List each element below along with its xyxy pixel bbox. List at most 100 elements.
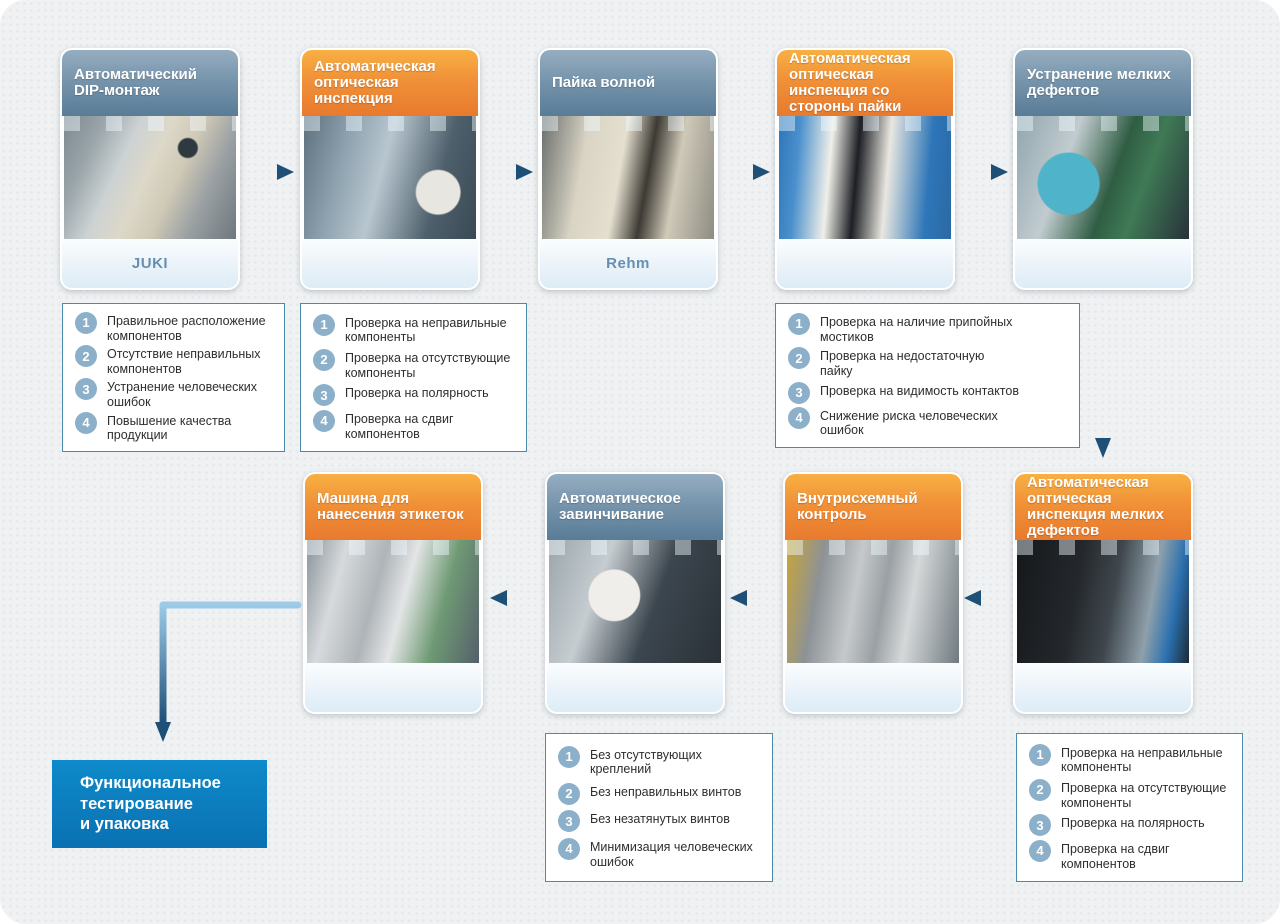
photo-aoi-solder-machine xyxy=(779,116,951,239)
step-number-badge: 4 xyxy=(1029,839,1051,862)
checklist-item-text: Повышение качества продукции xyxy=(107,413,232,443)
photo-repair-worker xyxy=(1017,116,1189,239)
checklist-item: 2 Проверка на недостаточную пайку xyxy=(788,347,1067,379)
step-number-badge: 1 xyxy=(313,313,335,336)
machine-brand-label: Rehm xyxy=(540,239,716,288)
photo-wave-solder-machine xyxy=(542,116,714,239)
checklist-item: 2 Отсутствие неправильных компонентов xyxy=(75,345,272,377)
card-optical-inspection: Автоматическая оптическая инспекция xyxy=(300,48,480,290)
checklist-aoi-minor-defects: 1 Проверка на неправильные компоненты 2 … xyxy=(1016,733,1243,882)
final-step-box: Функциональное тестирование и упаковка xyxy=(52,760,267,848)
step-number-badge: 4 xyxy=(788,406,810,429)
checklist-item: 1 Без отсутствующих креплений xyxy=(558,745,760,778)
checklist-item-text: Проверка на полярность xyxy=(1061,816,1205,831)
step-number-badge: 3 xyxy=(1029,814,1051,837)
checklist-item: 4 Проверка на сдвиг компонентов xyxy=(313,409,514,442)
checklist-item: 4 Минимизация человеческих ошибок xyxy=(558,837,760,870)
flow-arrow-left-icon xyxy=(730,590,780,606)
card-auto-screwing: Автоматическое завинчивание xyxy=(545,472,725,714)
checklist-item-text: Проверка на сдвиг компонентов xyxy=(345,411,454,441)
step-number-badge: 4 xyxy=(313,409,335,432)
machine-brand-label xyxy=(305,663,481,712)
step-number-badge: 2 xyxy=(1029,778,1051,801)
card-title: Устранение мелких дефектов xyxy=(1015,50,1191,116)
flow-arrow-right-icon xyxy=(483,164,533,180)
photo-labeling-machine xyxy=(307,540,479,663)
checklist-item: 3 Проверка на видимость контактов xyxy=(788,381,1067,404)
step-number-badge: 4 xyxy=(558,837,580,860)
flow-arrow-left-icon xyxy=(490,590,540,606)
checklist-item-text: Проверка на видимость контактов xyxy=(820,383,1019,398)
card-title: Автоматическая оптическая инспекция со с… xyxy=(777,50,953,116)
checklist-item: 3 Устранение человеческих ошибок xyxy=(75,378,272,410)
checklist-item-text: Без неправильных винтов xyxy=(590,784,742,799)
step-number-badge: 1 xyxy=(75,311,97,334)
machine-brand-label: JUKI xyxy=(62,239,238,288)
card-aoi-solder-side: Автоматическая оптическая инспекция со с… xyxy=(775,48,955,290)
step-number-badge: 2 xyxy=(558,782,580,805)
machine-brand-label xyxy=(1015,663,1191,712)
checklist-item-text: Проверка на отсутствующие компоненты xyxy=(345,350,511,380)
card-aoi-minor-defects: Автоматическая оптическая инспекция мелк… xyxy=(1013,472,1193,714)
machine-brand-label xyxy=(777,239,953,288)
checklist-item: 4 Проверка на сдвиг компонентов xyxy=(1029,839,1230,872)
checklist-item-text: Без отсутствующих креплений xyxy=(590,747,702,777)
step-number-badge: 2 xyxy=(75,345,97,368)
photo-test-robot xyxy=(787,540,959,663)
checklist-item: 2 Проверка на отсутствующие компоненты xyxy=(1029,778,1230,811)
photo-aoi-monitor xyxy=(1017,540,1189,663)
checklist-item: 1 Проверка на наличие припойных мостиков xyxy=(788,312,1067,345)
flow-arrow-right-icon xyxy=(244,164,294,180)
checklist-item-text: Проверка на наличие припойных мостиков xyxy=(820,314,1013,344)
checklist-item-text: Проверка на недостаточную пайку xyxy=(820,349,985,379)
checklist-item-text: Проверка на полярность xyxy=(345,386,489,401)
checklist-item-text: Снижение риска человеческих ошибок xyxy=(820,408,998,438)
checklist-item: 3 Без незатянутых винтов xyxy=(558,810,760,833)
card-in-circuit-test: Внутрисхемный контроль xyxy=(783,472,963,714)
checklist-item-text: Без незатянутых винтов xyxy=(590,812,730,827)
step-number-badge: 3 xyxy=(75,378,97,401)
card-title: Автоматическое завинчивание xyxy=(547,474,723,540)
checklist-item-text: Правильное расположение компонентов xyxy=(107,313,266,343)
machine-brand-label xyxy=(1015,239,1191,288)
checklist-aoi: 1 Проверка на неправильные компоненты 2 … xyxy=(300,303,527,452)
checklist-dip-mounting: 1 Правильное расположение компонентов 2 … xyxy=(62,303,285,452)
card-wave-soldering: Пайка волной Rehm xyxy=(538,48,718,290)
checklist-screwing: 1 Без отсутствующих креплений 2 Без непр… xyxy=(545,733,773,882)
machine-brand-label xyxy=(302,239,478,288)
card-title: Автоматический DIP-монтаж xyxy=(62,50,238,116)
checklist-item: 1 Проверка на неправильные компоненты xyxy=(313,313,514,346)
checklist-item: 3 Проверка на полярность xyxy=(1029,814,1230,837)
step-number-badge: 3 xyxy=(558,810,580,833)
step-number-badge: 1 xyxy=(1029,743,1051,766)
card-title: Автоматическая оптическая инспекция xyxy=(302,50,478,116)
card-title: Пайка волной xyxy=(540,50,716,116)
step-number-badge: 2 xyxy=(788,347,810,370)
flow-arrow-right-icon xyxy=(958,164,1008,180)
checklist-item: 3 Проверка на полярность xyxy=(313,384,514,407)
checklist-item-text: Минимизация человеческих ошибок xyxy=(590,839,753,869)
checklist-item: 4 Повышение качества продукции xyxy=(75,411,272,444)
checklist-item-text: Проверка на сдвиг компонентов xyxy=(1061,841,1170,871)
card-title: Машина для нанесения этикеток xyxy=(305,474,481,540)
card-title: Автоматическая оптическая инспекция мелк… xyxy=(1015,474,1191,540)
step-number-badge: 1 xyxy=(558,745,580,768)
flow-arrow-down-icon xyxy=(1095,300,1111,458)
checklist-aoi-solder-side: 1 Проверка на наличие припойных мостиков… xyxy=(775,303,1080,448)
machine-brand-label xyxy=(785,663,961,712)
card-dip-mounting: Автоматический DIP-монтаж JUKI xyxy=(60,48,240,290)
card-labeling-machine: Машина для нанесения этикеток xyxy=(303,472,483,714)
step-number-badge: 1 xyxy=(788,312,810,335)
step-number-badge: 2 xyxy=(313,348,335,371)
photo-dip-machine xyxy=(64,116,236,239)
checklist-item-text: Проверка на отсутствующие компоненты xyxy=(1061,780,1227,810)
step-number-badge: 3 xyxy=(788,381,810,404)
checklist-item: 4 Снижение риска человеческих ошибок xyxy=(788,406,1067,439)
photo-screwing-worker xyxy=(549,540,721,663)
photo-aoi-station xyxy=(304,116,476,239)
checklist-item: 1 Правильное расположение компонентов xyxy=(75,311,272,344)
checklist-item: 1 Проверка на неправильные компоненты xyxy=(1029,743,1230,776)
step-number-badge: 4 xyxy=(75,411,97,434)
card-minor-defect-repair: Устранение мелких дефектов xyxy=(1013,48,1193,290)
